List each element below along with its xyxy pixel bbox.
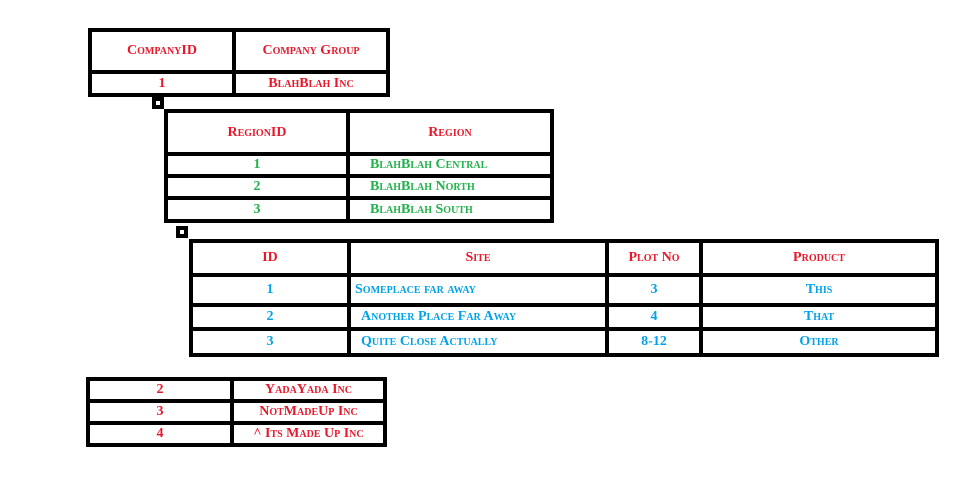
company-id-cell: 1 bbox=[92, 74, 232, 93]
expand-icon[interactable] bbox=[152, 97, 164, 109]
site-table: ID Site Plot No Product 1 Someplace far … bbox=[189, 239, 939, 357]
plot-no-cell: 4 bbox=[609, 307, 699, 327]
region-id-cell: 2 bbox=[168, 178, 346, 196]
company-id-cell: 2 bbox=[90, 381, 230, 399]
product-cell: Other bbox=[703, 331, 935, 353]
site-header: Site bbox=[351, 243, 605, 273]
product-cell: That bbox=[703, 307, 935, 327]
site-name-cell: Quite Close Actually bbox=[351, 331, 605, 353]
other-companies-table: 2 YadaYada Inc 3 NotMadeUp Inc 4 ^ Its M… bbox=[86, 377, 387, 447]
company-group-cell: NotMadeUp Inc bbox=[234, 403, 383, 421]
company-table: CompanyID Company Group 1 BlahBlah Inc bbox=[88, 28, 390, 97]
site-id-cell: 2 bbox=[193, 307, 347, 327]
company-id-header: CompanyID bbox=[92, 32, 232, 70]
company-id-cell: 4 bbox=[90, 425, 230, 443]
company-group-cell: BlahBlah Inc bbox=[236, 74, 386, 93]
product-header: Product bbox=[703, 243, 935, 273]
site-name-cell: Someplace far away bbox=[351, 277, 605, 303]
company-group-header: Company Group bbox=[236, 32, 386, 70]
company-id-cell: 3 bbox=[90, 403, 230, 421]
site-id-cell: 1 bbox=[193, 277, 347, 303]
company-group-cell: ^ Its Made Up Inc bbox=[234, 425, 383, 443]
region-header: Region bbox=[350, 113, 550, 152]
expand-icon[interactable] bbox=[176, 226, 188, 238]
region-id-cell: 1 bbox=[168, 156, 346, 174]
region-name-cell: BlahBlah Central bbox=[350, 156, 550, 174]
region-id-header: RegionID bbox=[168, 113, 346, 152]
site-id-cell: 3 bbox=[193, 331, 347, 353]
product-cell: This bbox=[703, 277, 935, 303]
region-name-cell: BlahBlah North bbox=[350, 178, 550, 196]
site-name-cell: Another Place Far Away bbox=[351, 307, 605, 327]
region-id-cell: 3 bbox=[168, 200, 346, 219]
plot-no-cell: 8-12 bbox=[609, 331, 699, 353]
region-name-cell: BlahBlah South bbox=[350, 200, 550, 219]
plot-no-header: Plot No bbox=[609, 243, 699, 273]
plot-no-cell: 3 bbox=[609, 277, 699, 303]
region-table: RegionID Region 1 BlahBlah Central 2 Bla… bbox=[164, 109, 554, 223]
site-id-header: ID bbox=[193, 243, 347, 273]
company-group-cell: YadaYada Inc bbox=[234, 381, 383, 399]
